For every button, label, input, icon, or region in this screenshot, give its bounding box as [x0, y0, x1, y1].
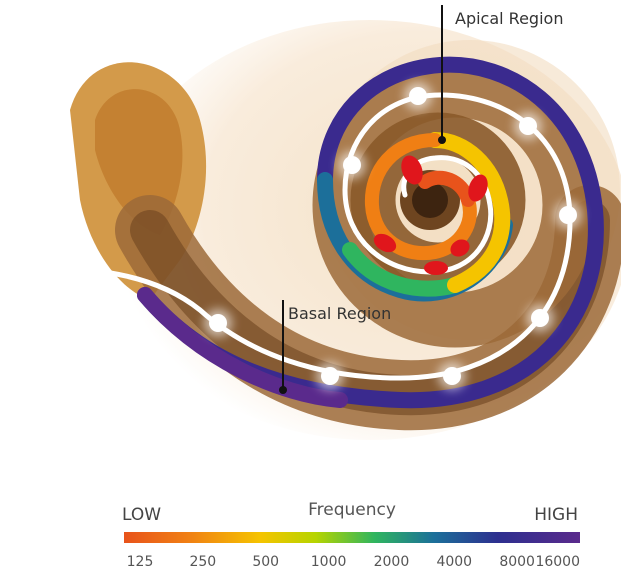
apical-region-label: Apical Region [455, 9, 563, 28]
cochlea-modiolus [412, 182, 448, 218]
basal-region-label: Basal Region [288, 304, 391, 323]
scale-tick-labels: 125 250 500 1000 2000 4000 800016000 [127, 554, 580, 570]
scale-low-label: LOW [122, 505, 161, 525]
scale-tick-label: 1000 [311, 554, 347, 570]
scale-high-label: HIGH [534, 505, 578, 525]
scale-tick-label: 2000 [374, 554, 410, 570]
scale-tick-label: 125 [127, 554, 154, 570]
frequency-gradient-bar [124, 532, 580, 543]
hot-spot [424, 261, 448, 275]
electrode-contact [443, 367, 461, 385]
scale-tick-label: 16000 [535, 554, 580, 570]
electrode-contact [321, 367, 339, 385]
electrode-contact [559, 206, 577, 224]
electrode-contact [519, 117, 537, 135]
scale-tick-label: 4000 [436, 554, 472, 570]
scale-tick-label: 250 [189, 554, 216, 570]
electrode-contact [409, 87, 427, 105]
basal-callout-dot [279, 386, 287, 394]
electrode-contact [531, 309, 549, 327]
scale-tick-label: 500 [252, 554, 279, 570]
scale-title: Frequency [308, 500, 396, 520]
scale-tick-label: 8000 [499, 554, 535, 570]
apical-callout-dot [438, 136, 446, 144]
electrode-contact [343, 156, 361, 174]
electrode-contact [209, 314, 227, 332]
frequency-scale: LOW Frequency HIGH 125 250 500 1000 2000 4000… [122, 500, 580, 570]
